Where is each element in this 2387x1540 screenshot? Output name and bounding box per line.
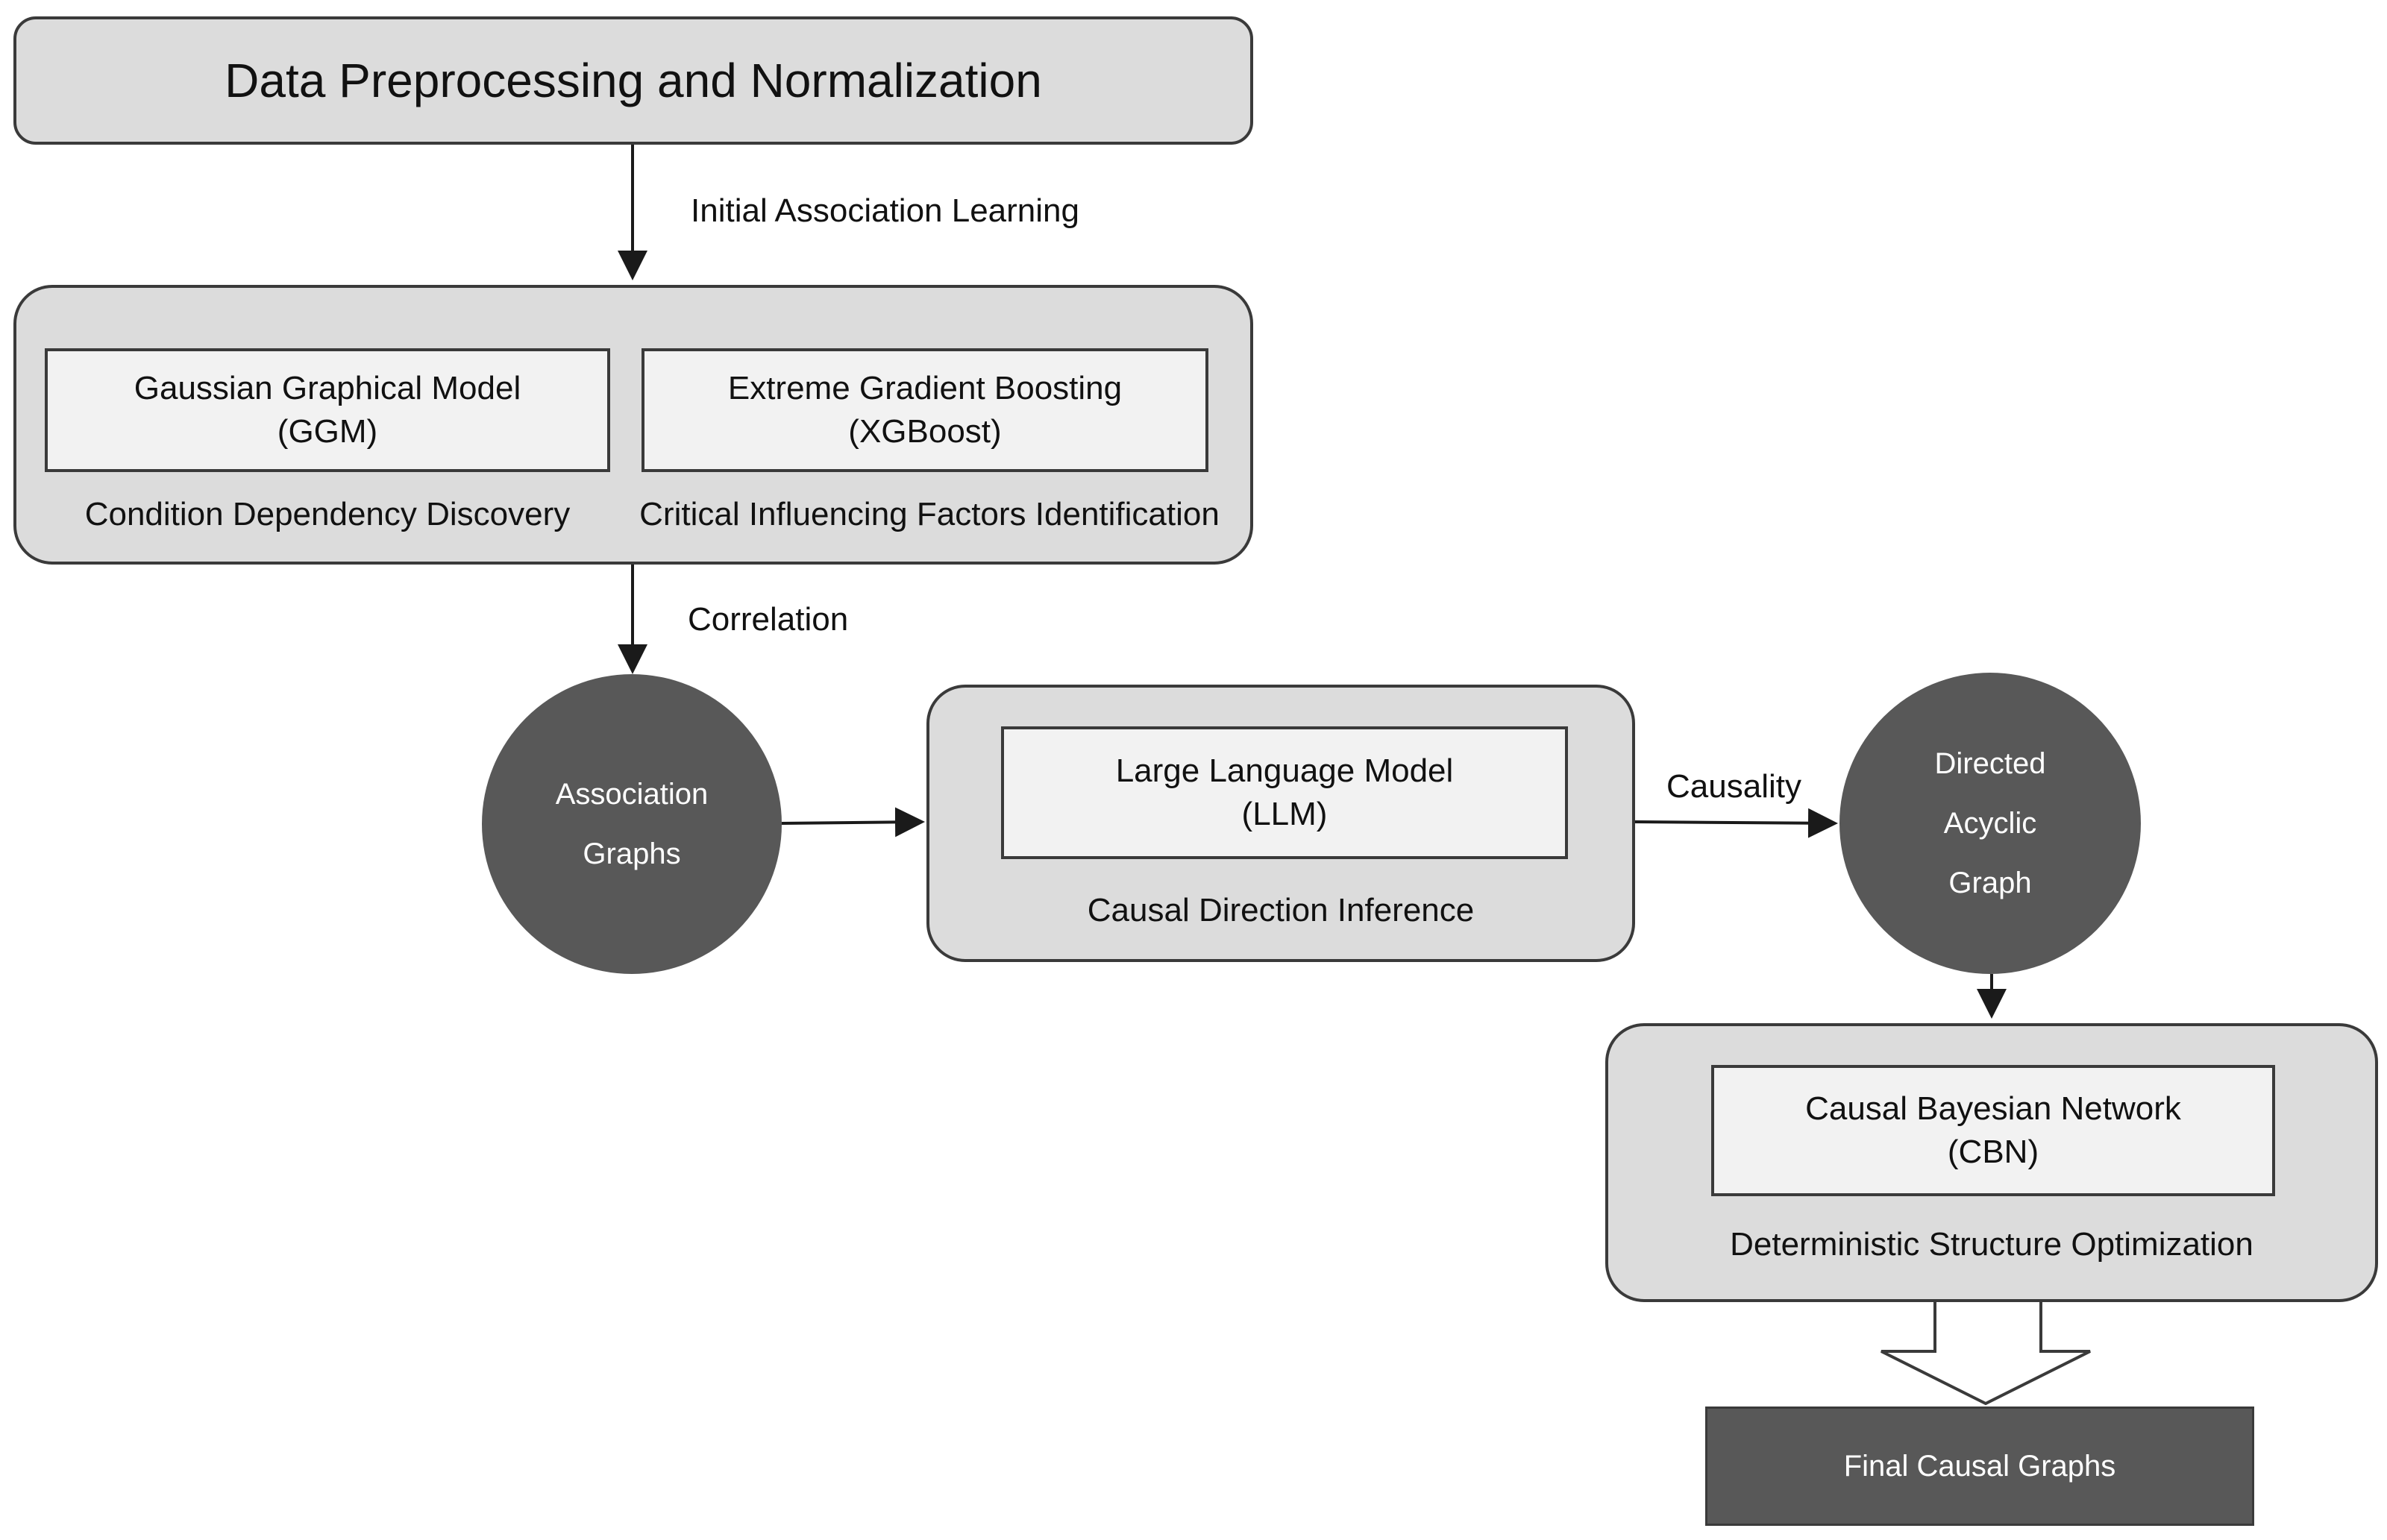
cbn-caption: Deterministic Structure Optimization — [1730, 1226, 2253, 1263]
llm-abbrev: (LLM) — [1241, 796, 1328, 832]
xgboost-caption: Critical Influencing Factors Identificat… — [639, 496, 1220, 532]
cbn-box: Causal Bayesian Network (CBN) — [1711, 1065, 2275, 1196]
dag-node: Directed Acyclic Graph — [1839, 673, 2141, 974]
preprocessing-box: Data Preprocessing and Normalization — [13, 16, 1253, 145]
ggm-box: Gaussian Graphical Model (GGM) — [45, 348, 610, 472]
edge-label-causality: Causality — [1666, 768, 1801, 805]
xgboost-name: Extreme Gradient Boosting — [727, 370, 1123, 406]
dag-line3: Graph — [1948, 867, 2032, 899]
dag-line2: Acyclic — [1943, 807, 2037, 840]
arrow-llm-to-dag — [1634, 808, 1838, 838]
ggm-caption: Condition Dependency Discovery — [84, 496, 571, 532]
ggm-abbrev: (GGM) — [277, 413, 378, 450]
dag-line1: Directed — [1934, 747, 2046, 780]
cbn-name: Causal Bayesian Network — [1805, 1090, 2181, 1127]
cbn-abbrev: (CBN) — [1947, 1134, 2039, 1170]
association-graphs-node: Association Graphs — [482, 674, 782, 974]
final-causal-graphs-label: Final Causal Graphs — [1843, 1449, 2116, 1483]
xgboost-abbrev: (XGBoost) — [848, 413, 1002, 450]
xgboost-box: Extreme Gradient Boosting (XGBoost) — [642, 348, 1208, 472]
arrow-association-to-llm — [781, 807, 925, 837]
llm-name: Large Language Model — [1115, 752, 1454, 789]
association-graphs-line1: Association — [555, 778, 709, 811]
llm-caption: Causal Direction Inference — [1087, 892, 1475, 928]
preprocessing-title: Data Preprocessing and Normalization — [225, 54, 1042, 107]
hollow-arrow-to-final — [1881, 1302, 2091, 1406]
llm-box: Large Language Model (LLM) — [1001, 726, 1568, 859]
edge-label-initial-association: Initial Association Learning — [691, 192, 1079, 229]
ggm-name: Gaussian Graphical Model — [134, 370, 521, 406]
final-causal-graphs-box: Final Causal Graphs — [1705, 1407, 2254, 1526]
association-graphs-line2: Graphs — [583, 837, 681, 870]
edge-label-correlation: Correlation — [688, 601, 849, 638]
